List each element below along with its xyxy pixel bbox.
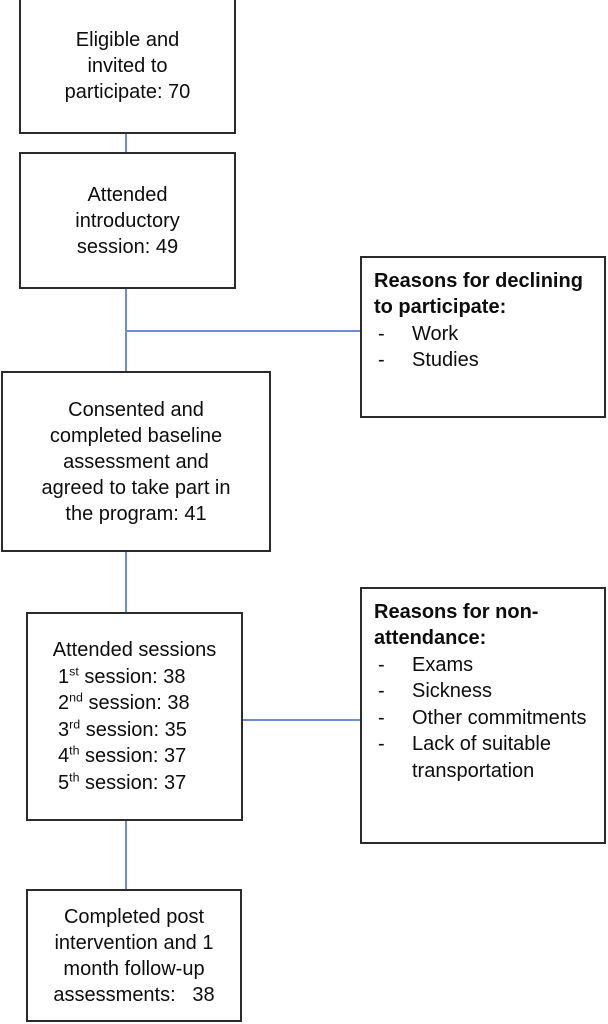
bullet-dash-icon: - <box>378 680 385 703</box>
list-item: - Other commitments <box>374 705 592 731</box>
session-row-4: 4th session: 37 <box>58 743 187 768</box>
reasons-nonattendance-title: Reasons for non-attendance: <box>374 601 539 649</box>
node-completed-line-4: assessments: 38 <box>53 983 215 1006</box>
ordinal-suffix: th <box>69 769 80 784</box>
session-row-2: 2nd session: 38 <box>58 690 190 715</box>
node-eligible-line-1: Eligible and <box>75 29 180 51</box>
bullet-dash-icon: - <box>378 733 385 756</box>
node-consented-line-3: assessment and <box>63 450 209 473</box>
node-intro-line-2: introductory <box>75 209 180 232</box>
bullet-dash-icon: - <box>378 323 385 345</box>
list-item: - Work <box>374 321 592 347</box>
list-item-label: Work <box>412 323 459 345</box>
bullet-dash-icon: - <box>378 706 385 729</box>
node-eligible-and-invited: Eligible and invited to participate: 70 <box>19 0 236 134</box>
node-sessions-rows: 1st session: 38 2nd session: 38 3rd sess… <box>28 664 241 796</box>
node-eligible-line-2: invited to <box>87 55 168 77</box>
node-consented-line-1: Consented and <box>68 398 204 421</box>
list-item-label: Other commitments <box>412 706 587 729</box>
list-item-label: Sickness <box>412 680 493 703</box>
reasons-declining-list: - Work - Studies <box>374 321 592 374</box>
node-consented-line-2: completed baseline <box>49 424 223 447</box>
node-sessions-heading: Attended sessions <box>52 639 217 662</box>
node-completed-line-1: Completed post <box>63 905 205 928</box>
bullet-dash-icon: - <box>378 654 385 676</box>
reasons-nonattendance-list: - Exams - Sickness - Other commitments - Lac… <box>374 652 592 784</box>
list-item-label: Exams <box>412 654 474 676</box>
ordinal-suffix: rd <box>69 717 81 732</box>
bullet-dash-icon: - <box>378 349 385 372</box>
node-attended-introductory-session: Attended introductory session: 49 <box>19 152 236 289</box>
list-item: - Studies <box>374 347 592 373</box>
list-item-label: Studies <box>412 349 479 372</box>
node-consented-line-5: the program: 41 <box>65 502 207 525</box>
node-completed-post-intervention: Completed post intervention and 1 month … <box>26 889 242 1022</box>
list-item: - Exams <box>374 652 592 678</box>
ordinal-suffix: st <box>69 664 79 679</box>
list-item-label: Lack of suitable transportation <box>412 733 551 782</box>
session-row-3: 3rd session: 35 <box>58 717 187 741</box>
node-reasons-for-declining: Reasons for declining to participate: - W… <box>360 256 606 418</box>
reasons-declining-title: Reasons for declining to participate: <box>374 270 583 318</box>
node-completed-line-3: month follow-up <box>63 957 205 980</box>
connector-eligible-to-intro <box>125 133 127 153</box>
connector-sessions-to-completed <box>125 820 127 890</box>
session-row-5: 5th session: 37 <box>58 769 187 794</box>
session-row-1: 1st session: 38 <box>58 664 186 689</box>
connector-branch-to-declining <box>125 330 361 332</box>
ordinal-suffix: nd <box>69 690 83 705</box>
node-attended-sessions: Attended sessions 1st session: 38 2nd se… <box>26 612 243 821</box>
node-reasons-for-non-attendance: Reasons for non-attendance: - Exams - Sick… <box>360 587 606 844</box>
node-intro-line-1: Attended <box>87 183 168 206</box>
node-completed-line-2: intervention and 1 <box>54 931 214 954</box>
node-intro-line-3: session: 49 <box>76 235 179 258</box>
list-item: - Sickness <box>374 678 592 704</box>
connector-branch-to-nonattendance <box>242 719 361 721</box>
connector-consented-to-sessions <box>125 551 127 613</box>
node-consented-line-4: agreed to take part in <box>41 476 231 499</box>
node-eligible-line-3: participate: 70 <box>64 81 191 103</box>
ordinal-suffix: th <box>69 743 80 758</box>
node-consented-baseline: Consented and completed baseline assessm… <box>1 371 271 552</box>
list-item: - Lack of suitable transportation <box>374 731 592 784</box>
